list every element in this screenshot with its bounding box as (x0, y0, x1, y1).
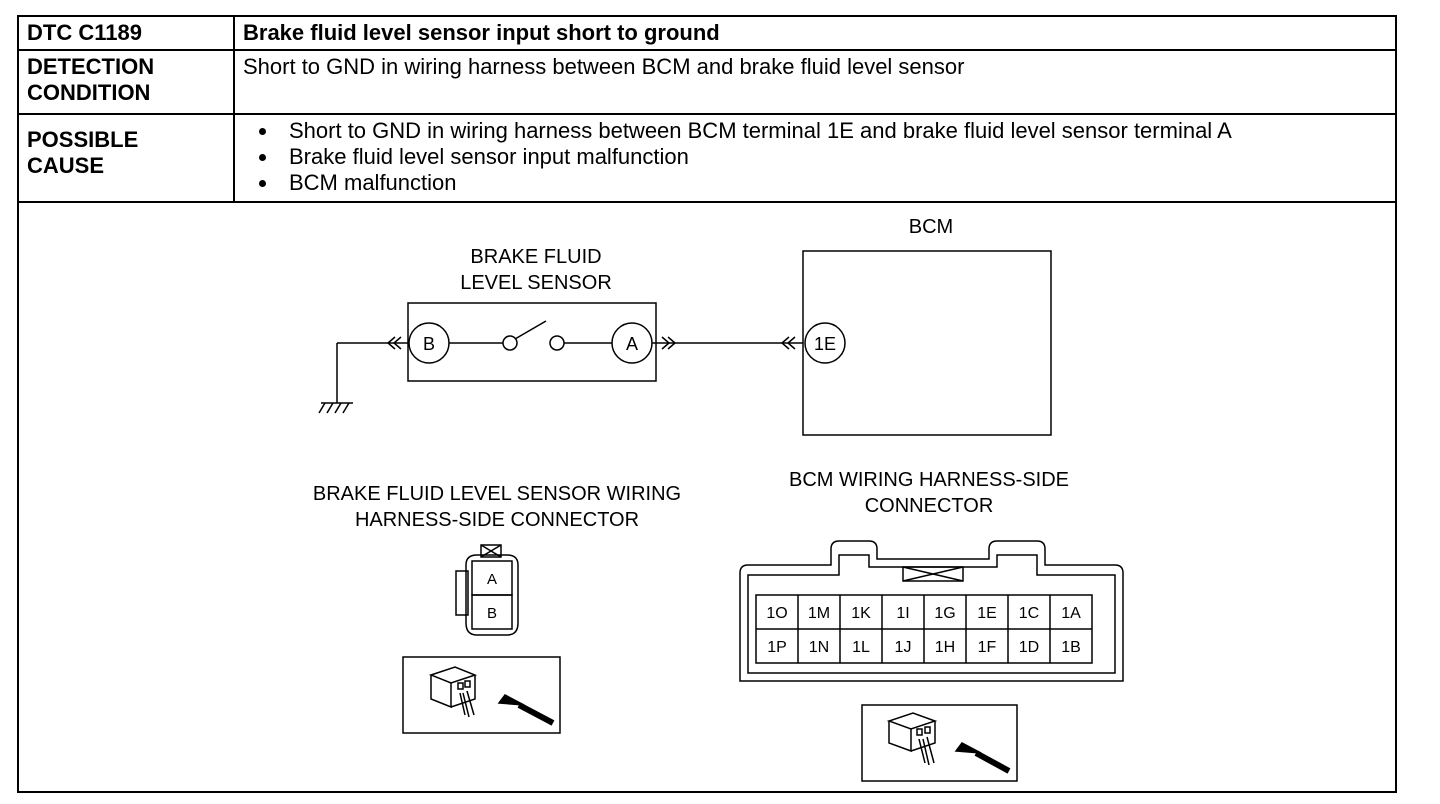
bcm-pin-label: 1A (1061, 605, 1081, 622)
bcm-box (802, 250, 1052, 436)
bcm-pin-label: 1D (1019, 639, 1039, 656)
terminal-b-label: B (423, 334, 435, 354)
bcm-view-frame (861, 704, 1018, 782)
dtc-code: DTC C1189 (19, 17, 235, 49)
bcm-connector-title-line-2: CONNECTOR (865, 495, 994, 517)
connector-mark-1e (780, 336, 796, 350)
sensor-box (407, 302, 657, 382)
sensor-connector-title-line-2: HARNESS-SIDE CONNECTOR (355, 509, 639, 531)
wiring-diagram: BRAKE FLUID LEVEL SENSOR B A (19, 203, 1395, 791)
switch-contact-right (549, 335, 565, 351)
cause-list-cell: Short to GND in wiring harness between B… (235, 115, 1395, 201)
bcm-title: BCM (909, 216, 953, 238)
cause-item: BCM malfunction (279, 170, 1387, 196)
sensor-title-line-2: LEVEL SENSOR (460, 272, 612, 294)
connector-mark-b (386, 336, 402, 350)
sensor-view-frame (402, 656, 561, 734)
bcm-pin-label: 1B (1061, 639, 1081, 656)
bcm-pin-label: 1L (852, 639, 870, 656)
bcm-pin-label: 1N (809, 639, 829, 656)
detection-row: DETECTION CONDITION Short to GND in wiri… (19, 51, 1395, 115)
cause-item: Short to GND in wiring harness between B… (279, 118, 1387, 144)
terminal-1e-label: 1E (814, 334, 836, 354)
detection-label-line-1: DETECTION (27, 54, 155, 79)
cause-label-line-2: CAUSE (27, 153, 105, 178)
bcm-pin-label: 1E (977, 605, 997, 622)
terminal-a-label: A (626, 334, 638, 354)
sensor-connector-title-line-1: BRAKE FLUID LEVEL SENSOR WIRING (313, 483, 681, 505)
sensor-title-line-1: BRAKE FLUID (470, 246, 601, 268)
cause-label-line-1: POSSIBLE (27, 127, 139, 152)
dtc-sheet: DTC C1189 Brake fluid level sensor input… (17, 15, 1397, 793)
cause-item: Brake fluid level sensor input malfuncti… (279, 144, 1387, 170)
detection-label-line-2: CONDITION (27, 80, 151, 105)
bcm-pin-label: 1G (934, 605, 955, 622)
bcm-pin-label: 1P (767, 639, 787, 656)
bcm-pin-label: 1F (978, 639, 997, 656)
terminal-1e-circle (804, 322, 846, 364)
switch-contact-left (502, 335, 518, 351)
switch-lever (514, 320, 547, 340)
cause-label: POSSIBLE CAUSE (19, 115, 235, 201)
sensor-connector-face (455, 544, 519, 636)
bcm-pin-label: 1I (896, 605, 909, 622)
bcm-pin-label: 1M (808, 605, 830, 622)
cause-list: Short to GND in wiring harness between B… (243, 118, 1387, 196)
wiring-diagram-svg: BRAKE FLUID LEVEL SENSOR B A (313, 216, 1124, 782)
sensor-pin-label: A (487, 571, 497, 588)
bcm-connector-title-line-1: BCM WIRING HARNESS-SIDE (789, 469, 1069, 491)
bcm-connector-face (739, 540, 1124, 682)
dtc-row: DTC C1189 Brake fluid level sensor input… (19, 17, 1395, 51)
bcm-pin-label: 1K (851, 605, 871, 622)
sensor-pin-label: B (487, 605, 497, 622)
detection-label: DETECTION CONDITION (19, 51, 235, 113)
cause-row: POSSIBLE CAUSE Short to GND in wiring ha… (19, 115, 1395, 203)
connector-view-icon (886, 712, 1011, 774)
bcm-pin-label: 1C (1019, 605, 1039, 622)
detection-text: Short to GND in wiring harness between B… (243, 54, 965, 79)
bcm-pin-label: 1O (766, 605, 787, 622)
ground-icon (318, 402, 353, 414)
bcm-pin-label: 1J (895, 639, 912, 656)
connector-view-icon (428, 666, 555, 726)
bcm-pin-label: 1H (935, 639, 955, 656)
connector-mark-a (661, 336, 677, 350)
dtc-title: Brake fluid level sensor input short to … (243, 20, 720, 45)
